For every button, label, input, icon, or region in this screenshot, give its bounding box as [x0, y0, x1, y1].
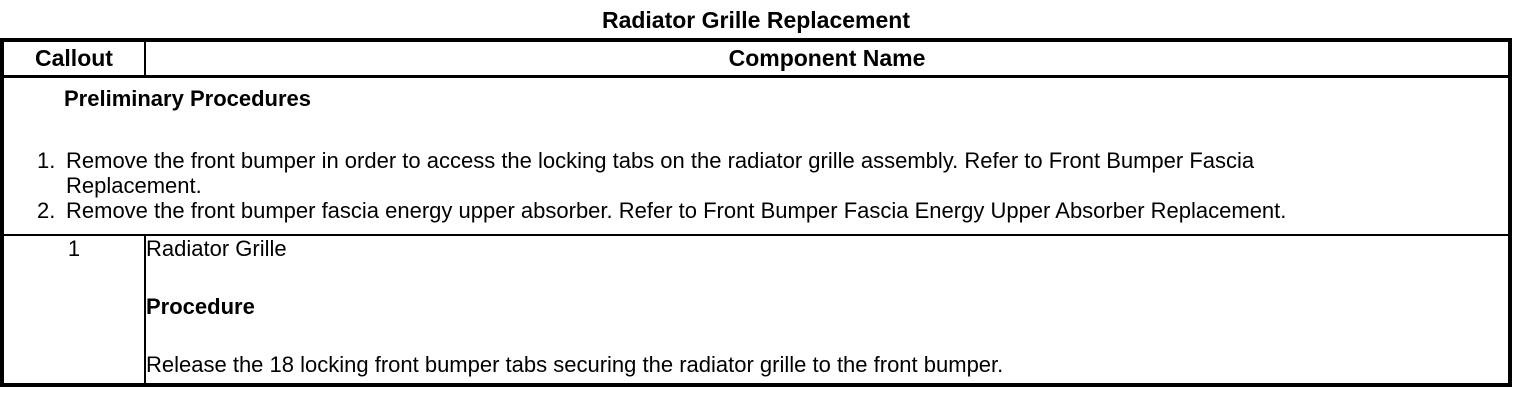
- callout-column-header: Callout: [1, 39, 146, 78]
- step-text: Remove the front bumper in order to acce…: [66, 148, 1508, 198]
- step-text-line: Remove the front bumper in order to acce…: [66, 148, 1255, 173]
- preliminary-procedures-cell: Preliminary Procedures 1. Remove the fro…: [1, 75, 1511, 236]
- component-detail-cell: Radiator Grille Procedure Release the 18…: [144, 234, 1511, 386]
- page-title: Radiator Grille Replacement: [601, 7, 911, 33]
- component-name: Radiator Grille: [146, 236, 287, 261]
- callout-number-cell: 1: [1, 234, 146, 386]
- step-text: Remove the front bumper fascia energy up…: [66, 198, 1508, 223]
- component-table: Callout Component Name Preliminary Proce…: [0, 38, 1512, 387]
- procedure-subheading: Procedure: [146, 294, 255, 319]
- component-row: 1 Radiator Grille Procedure Release the …: [1, 234, 1511, 386]
- step-text-line: Replacement.: [66, 173, 202, 198]
- step-number: 2.: [37, 198, 56, 223]
- step-text-line: Remove the front bumper fascia energy up…: [66, 198, 1287, 223]
- procedure-instruction: Release the 18 locking front bumper tabs…: [146, 352, 1004, 377]
- table-header-row: Callout Component Name: [1, 39, 1511, 78]
- preliminary-procedures-heading: Preliminary Procedures: [64, 86, 312, 111]
- preliminary-step-2: 2. Remove the front bumper fascia energy…: [4, 198, 1508, 223]
- preliminary-step-1: 1. Remove the front bumper in order to a…: [4, 148, 1508, 198]
- component-name-column-header: Component Name: [144, 39, 1511, 78]
- preliminary-procedures-row: Preliminary Procedures 1. Remove the fro…: [1, 75, 1511, 236]
- step-number: 1.: [37, 148, 56, 173]
